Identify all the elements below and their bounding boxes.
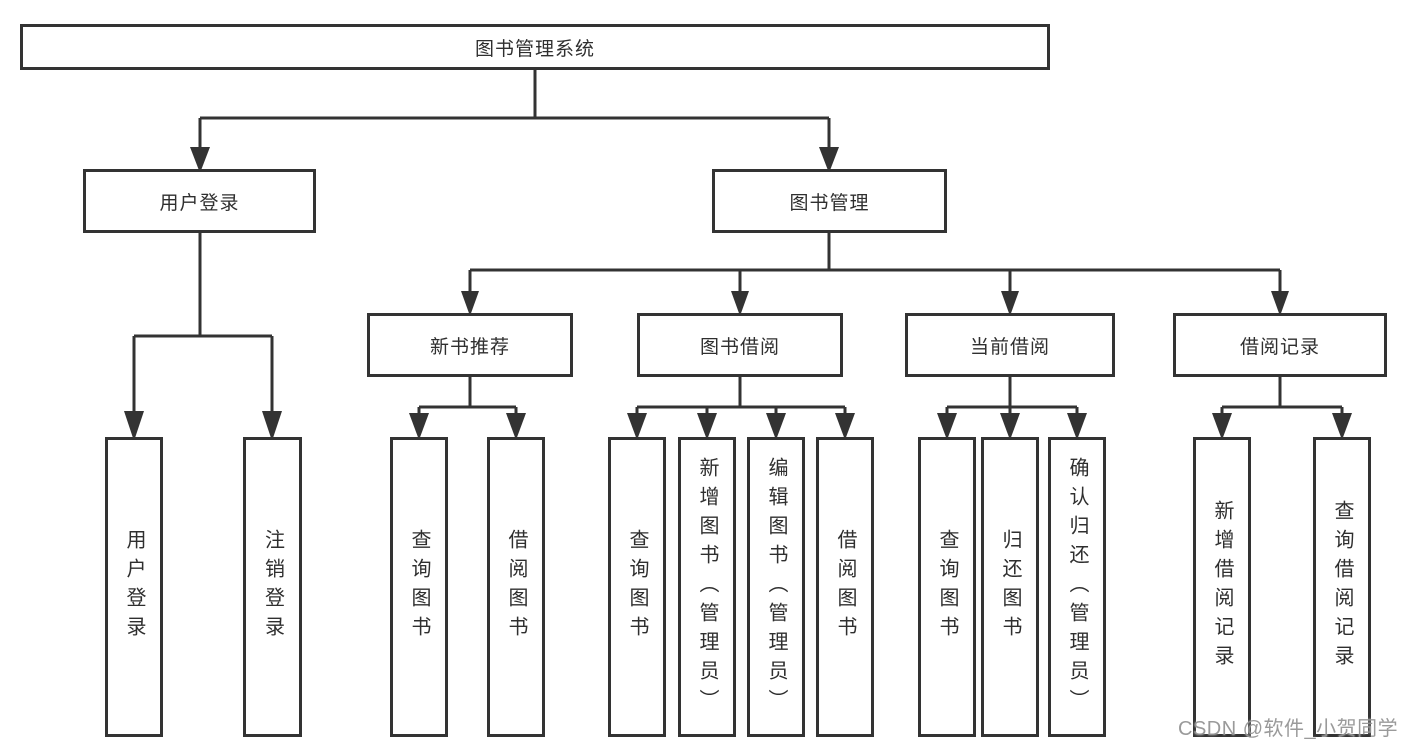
- connector-borrow-records-children: [1220, 377, 1344, 418]
- arrowheads-borrow-records-children: [1212, 413, 1352, 440]
- node-book-borrowing: 图书借阅: [637, 313, 843, 377]
- leaf-label: 用户登录: [123, 529, 145, 645]
- connector-user-login-children: [132, 233, 274, 414]
- leaf-label: 查询图书: [626, 529, 648, 645]
- leaf-borrow-books: 借阅图书: [487, 437, 545, 737]
- leaf-logout: 注销登录: [243, 437, 302, 737]
- csdn-watermark: CSDN @软件_小贺同学: [1178, 718, 1399, 740]
- leaf-label: 借阅图书: [505, 529, 527, 645]
- leaf-query-borrow-record: 查询借阅记录: [1313, 437, 1371, 737]
- node-borrowing-records: 借阅记录: [1173, 313, 1387, 377]
- leaf-label: 查询图书: [936, 529, 958, 645]
- leaf-add-book-admin: 新增图书（管理员）: [678, 437, 736, 737]
- leaf-label: 借阅图书: [834, 529, 856, 645]
- leaf-label: 查询图书: [408, 529, 430, 645]
- leaf-add-borrow-record: 新增借阅记录: [1193, 437, 1251, 737]
- leaf-label: 注销登录: [261, 529, 284, 645]
- arrowheads-new-book-children: [409, 413, 526, 440]
- leaf-label: 确认归还（管理员）: [1066, 456, 1088, 718]
- connector-root-to-level1: [198, 70, 831, 150]
- node-system-root: 图书管理系统: [20, 24, 1050, 70]
- leaf-query-books: 查询图书: [608, 437, 666, 737]
- leaf-user-login: 用户登录: [105, 437, 163, 737]
- leaf-confirm-return-admin: 确认归还（管理员）: [1048, 437, 1106, 737]
- leaf-label: 查询借阅记录: [1331, 500, 1353, 674]
- leaf-query-books: 查询图书: [918, 437, 976, 737]
- node-book-management: 图书管理: [712, 169, 947, 233]
- connector-book-management-children: [468, 233, 1282, 294]
- leaf-label: 归还图书: [999, 529, 1021, 645]
- leaf-borrow-books: 借阅图书: [816, 437, 874, 737]
- arrowheads-book-management-children: [461, 291, 1289, 316]
- leaf-return-books: 归还图书: [981, 437, 1039, 737]
- leaf-label: 新增图书（管理员）: [696, 456, 718, 718]
- node-user-login: 用户登录: [83, 169, 316, 233]
- arrowheads-user-login-children: [124, 411, 282, 441]
- connector-new-book-children: [417, 377, 518, 418]
- connector-current-borrow-children: [945, 377, 1079, 418]
- node-current-borrowing: 当前借阅: [905, 313, 1115, 377]
- connector-book-borrow-children: [635, 377, 847, 418]
- leaf-edit-book-admin: 编辑图书（管理员）: [747, 437, 805, 737]
- node-new-book-recommendation: 新书推荐: [367, 313, 573, 377]
- leaf-label: 编辑图书（管理员）: [765, 456, 787, 718]
- arrowheads-current-borrow-children: [937, 413, 1087, 440]
- leaf-query-books: 查询图书: [390, 437, 448, 737]
- arrowheads-book-borrow-children: [627, 413, 855, 440]
- arrowheads-level1: [190, 147, 839, 173]
- leaf-label: 新增借阅记录: [1211, 500, 1233, 674]
